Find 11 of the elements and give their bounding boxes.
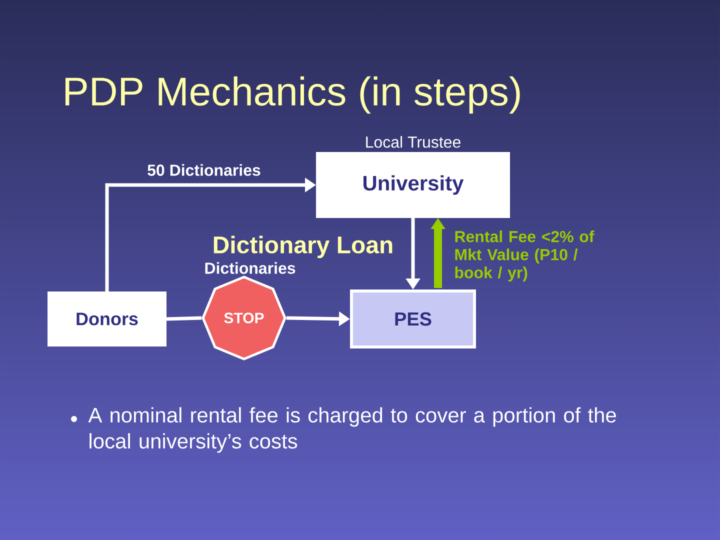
bullet-text: A nominal rental fee is charged to cover a portion of the local university’s costs (88, 407, 616, 453)
university-box: University (316, 152, 510, 218)
edge-label: 50 Dictionaries (148, 164, 260, 176)
pes-box: PES (350, 290, 476, 348)
box-caption: Local Trustee (366, 136, 460, 148)
edge-label: Dictionary Loan (214, 236, 392, 258)
stop-sign: STOP (202, 276, 286, 360)
slide-title: PDP Mechanics (in steps) (65, 76, 520, 114)
edge-label: Dictionaries (205, 262, 296, 274)
donors-box: Donors (48, 292, 166, 346)
edge-label: Rental Fee <2% of Mkt Value (P10 / book / yr) (455, 230, 594, 282)
